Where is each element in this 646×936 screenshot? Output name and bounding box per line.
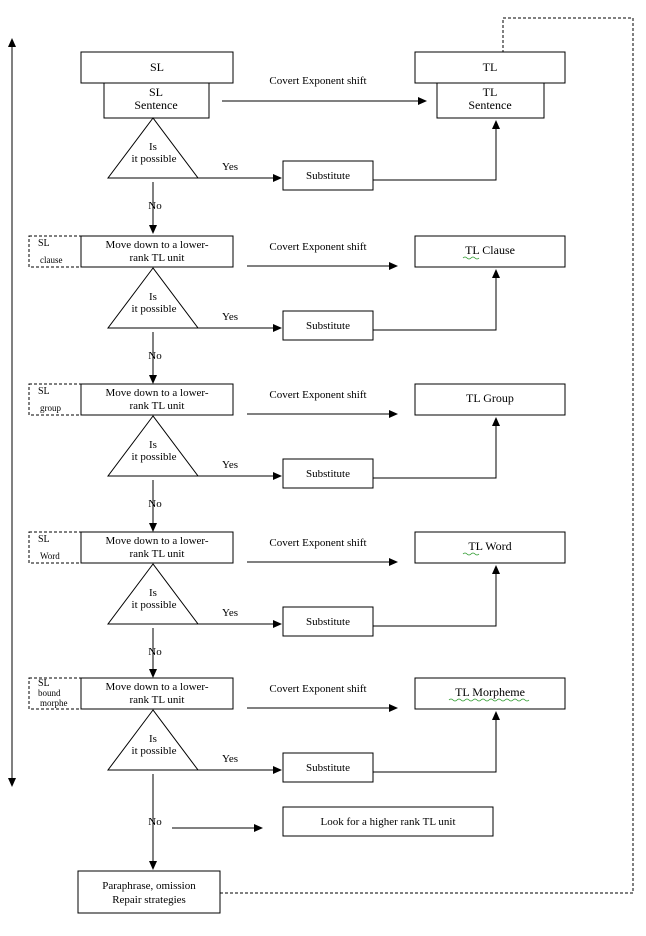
tl-sentence-label-2: Sentence <box>468 98 511 112</box>
substitute-label-2: Substitute <box>306 468 350 480</box>
covert-shift-label-2: Covert Exponent shift <box>269 389 366 401</box>
higher-rank-label: Look for a higher rank TL unit <box>320 816 455 828</box>
move-down-label-1a: Move down to a lower- <box>105 239 208 251</box>
covert-shift-label-1: Covert Exponent shift <box>269 241 366 253</box>
move-down-box-3 <box>80 531 234 564</box>
sl-clause-side-label-1: SL <box>38 238 50 249</box>
tl-sentence-label-1: TL <box>483 85 498 99</box>
tl-morpheme-box <box>414 677 566 710</box>
substitute-label-1: Substitute <box>306 320 350 332</box>
yes-label-1: Yes <box>222 311 238 323</box>
move-down-label-4a: Move down to a lower- <box>105 681 208 693</box>
decision-label-3b: it possible <box>132 599 177 611</box>
decision-label-4b: it possible <box>132 745 177 757</box>
move-down-label-2a: Move down to a lower- <box>105 387 208 399</box>
decision-label-0a: Is <box>149 141 157 153</box>
covert-shift-label-3: Covert Exponent shift <box>269 537 366 549</box>
sl-group-side-label-2: group <box>40 403 61 413</box>
move-down-label-3b: rank TL unit <box>130 548 185 560</box>
move-down-box-4 <box>80 677 234 710</box>
no-label-3: No <box>148 646 162 658</box>
move-down-label-4b: rank TL unit <box>130 694 185 706</box>
sl-word-side-box <box>28 531 82 564</box>
tl-group-label: TL Group <box>466 391 514 405</box>
higher-rank-box <box>282 806 494 837</box>
substitute-label-4: Substitute <box>306 762 350 774</box>
decision-label-3a: Is <box>149 587 157 599</box>
repair-label-2: Repair strategies <box>112 894 186 906</box>
decision-label-4a: Is <box>149 733 157 745</box>
move-down-label-2b: rank TL unit <box>130 400 185 412</box>
feedback-dashed-line <box>220 17 634 894</box>
substitute-box-1 <box>282 310 374 341</box>
no-label-1: No <box>148 350 162 362</box>
repair-strategies-box <box>77 870 221 914</box>
substitute-to-tl-arrow-1 <box>373 269 500 331</box>
repair-label-1: Paraphrase, omission <box>102 880 196 892</box>
sl-sentence-label-2: Sentence <box>134 98 177 112</box>
substitute-to-tl-arrow-3 <box>373 565 500 627</box>
decision-triangle-2 <box>107 415 199 477</box>
move-down-box-2 <box>80 383 234 416</box>
decision-triangle-3 <box>107 563 199 625</box>
sl-morpheme-side-label-1: SL <box>38 678 50 689</box>
substitute-to-tl-arrow-2 <box>373 417 500 479</box>
substitute-box-0 <box>282 160 374 191</box>
sl-word-side-label-2: Word <box>40 551 60 561</box>
tl-sentence-box <box>436 82 545 119</box>
covert-shift-label-4: Covert Exponent shift <box>269 683 366 695</box>
no-label-0: No <box>148 200 162 212</box>
tl-word-box <box>414 531 566 564</box>
tl-morpheme-label: TL Morpheme <box>455 685 525 699</box>
move-down-label-3a: Move down to a lower- <box>105 535 208 547</box>
spellcheck-underline-4 <box>448 698 530 702</box>
sl-group-side-label-1: SL <box>38 386 50 397</box>
substitute-label-3: Substitute <box>306 616 350 628</box>
decision-label-2a: Is <box>149 439 157 451</box>
tl-group-box <box>414 383 566 416</box>
substitute-to-tl-arrow-0 <box>373 120 500 181</box>
decision-label-0b: it possible <box>132 153 177 165</box>
move-down-label-1b: rank TL unit <box>130 252 185 264</box>
substitute-to-tl-arrow-4 <box>373 711 500 773</box>
covert-shift-label-0: Covert Exponent shift <box>269 75 366 87</box>
decision-label-1b: it possible <box>132 303 177 315</box>
tl-clause-label: TL Clause <box>465 243 515 257</box>
sl-morpheme-side-label-3: morphe <box>40 698 68 708</box>
decision-label-2b: it possible <box>132 451 177 463</box>
sl-clause-side-label-2: clause <box>40 255 63 265</box>
sl-word-side-label-1: SL <box>38 534 50 545</box>
sl-sentence-label-1: SL <box>149 85 163 99</box>
yes-label-2: Yes <box>222 459 238 471</box>
decision-triangle-4 <box>107 709 199 771</box>
no-label-2: No <box>148 498 162 510</box>
tl-clause-box <box>414 235 566 268</box>
tl-word-label: TL Word <box>468 539 511 553</box>
sl-clause-side-box <box>28 235 82 268</box>
decision-triangle-1 <box>107 267 199 329</box>
sl-morpheme-side-box <box>28 677 82 710</box>
substitute-box-2 <box>282 458 374 489</box>
substitute-box-4 <box>282 752 374 783</box>
spellcheck-underline-1 <box>462 256 480 260</box>
tl-header-label: TL <box>483 60 498 74</box>
yes-label-3: Yes <box>222 607 238 619</box>
substitute-label-0: Substitute <box>306 170 350 182</box>
decision-triangle-0 <box>107 117 199 179</box>
sl-morpheme-side-label-2: bound <box>38 688 61 698</box>
move-down-box-1 <box>80 235 234 268</box>
yes-label-0: Yes <box>222 161 238 173</box>
sl-header-label: SL <box>150 60 164 74</box>
no-label-4: No <box>148 816 162 828</box>
sl-group-side-box <box>28 383 82 416</box>
sl-sentence-box <box>103 82 210 119</box>
substitute-box-3 <box>282 606 374 637</box>
spellcheck-underline-3 <box>462 552 480 556</box>
decision-label-1a: Is <box>149 291 157 303</box>
yes-label-4: Yes <box>222 753 238 765</box>
